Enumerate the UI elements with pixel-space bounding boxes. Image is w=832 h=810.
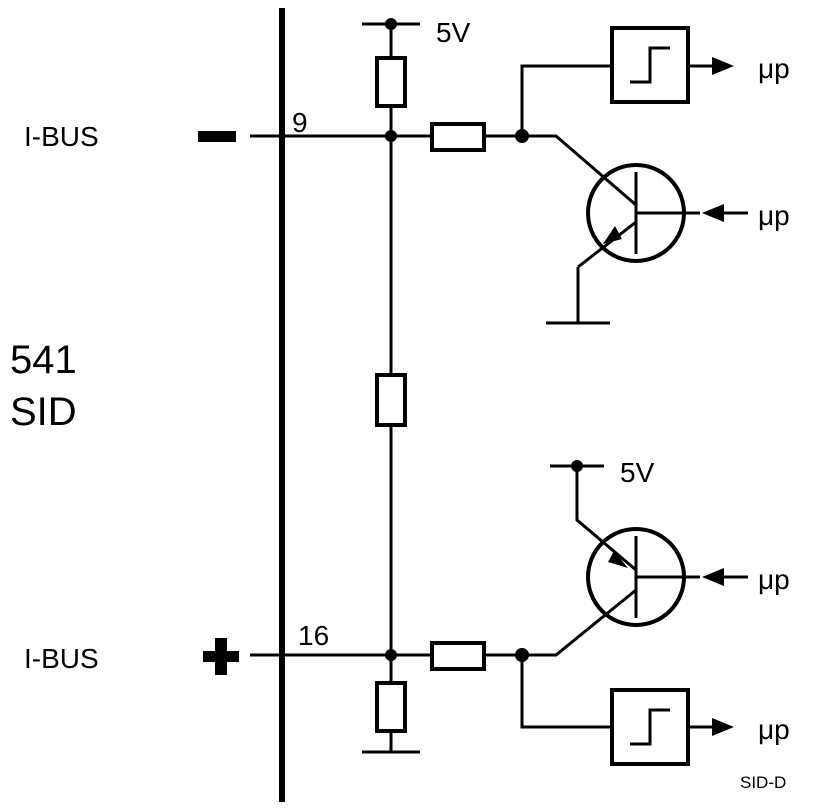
top-trigger-wire: [520, 64, 612, 136]
device-name: SID: [10, 390, 77, 434]
middle-resistor: [375, 373, 407, 427]
top-emitter-arrow-icon: [603, 226, 622, 244]
pin-16-node: [385, 649, 397, 661]
bottom-base-arrow-icon: [702, 568, 724, 586]
bottom-trigger-wire: [520, 655, 612, 729]
top-base-arrow-icon: [702, 204, 724, 222]
bottom-transistor: [522, 466, 748, 657]
top-trigger-arrow-icon: [712, 57, 734, 75]
top-transistor-input-label: μp: [758, 200, 790, 231]
top-series-resistor: [430, 122, 486, 152]
diagram-id: SID-D: [740, 773, 786, 792]
top-transistor: [522, 134, 748, 269]
pullup-resistor: [375, 56, 407, 108]
top-schmitt-icon: [630, 46, 670, 84]
pin-9-label: 9: [292, 107, 308, 138]
plus-sign-icon: [203, 638, 239, 675]
bottom-schmitt-icon: [630, 708, 670, 746]
bottom-trigger-arrow-icon: [712, 718, 734, 736]
bottom-trigger-output-label: μp: [758, 714, 790, 745]
ibus-minus-label: I-BUS: [24, 121, 99, 152]
minus-sign-icon: [198, 131, 236, 142]
ibus-plus-label: I-BUS: [24, 643, 99, 674]
pulldown-resistor: [375, 681, 407, 733]
top-trigger-output-label: μp: [758, 53, 790, 84]
pin-9-node: [385, 130, 397, 142]
pin-16-label: 16: [298, 620, 329, 651]
bottom-supply-label: 5V: [620, 457, 655, 488]
device-number: 541: [10, 338, 77, 382]
bottom-series-resistor: [430, 641, 486, 671]
bottom-emitter-arrow-icon: [608, 551, 628, 568]
bottom-transistor-input-label: μp: [758, 564, 790, 595]
top-supply-label: 5V: [436, 17, 471, 48]
